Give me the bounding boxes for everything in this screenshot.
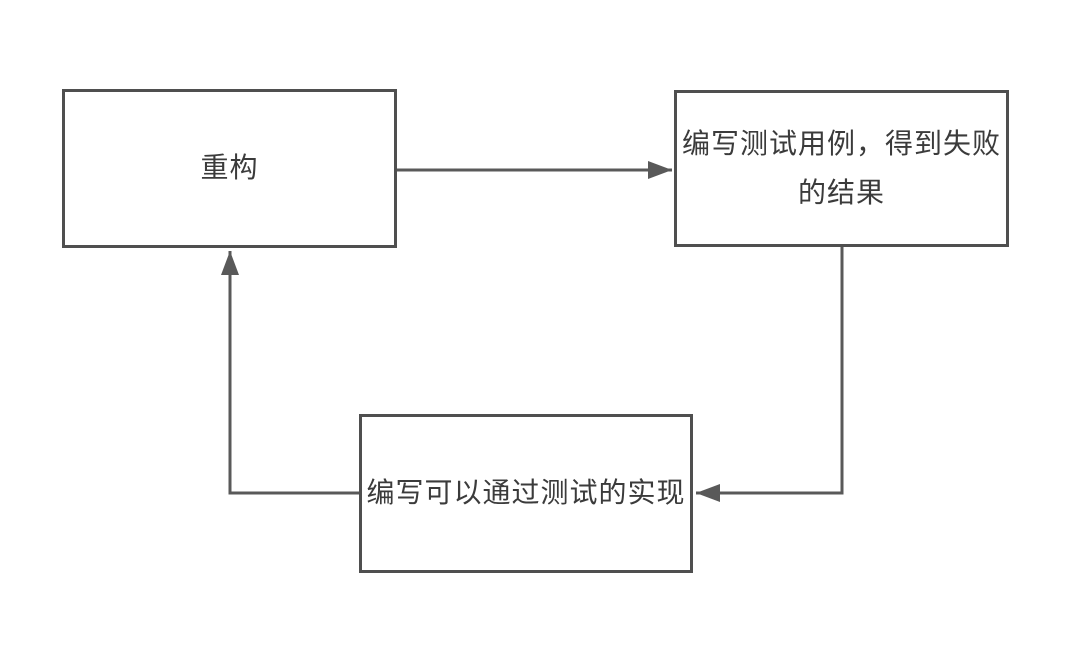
node-write-passing-implementation: 编写可以通过测试的实现 bbox=[359, 414, 693, 573]
node-refactor-label: 重构 bbox=[200, 152, 259, 184]
edge-failing-test-to-implementation bbox=[696, 247, 844, 502]
node-write-failing-test-label-line-2: 的结果 bbox=[797, 176, 885, 208]
node-refactor: 重构 bbox=[62, 89, 397, 248]
edge-implementation-to-refactor bbox=[221, 251, 359, 495]
node-write-failing-test-label-line-1: 编写测试用例，得到失败 bbox=[681, 128, 1001, 160]
node-write-passing-implementation-label: 编写可以通过测试的实现 bbox=[366, 477, 686, 509]
node-write-failing-test: 编写测试用例，得到失败 的结果 bbox=[674, 90, 1009, 247]
